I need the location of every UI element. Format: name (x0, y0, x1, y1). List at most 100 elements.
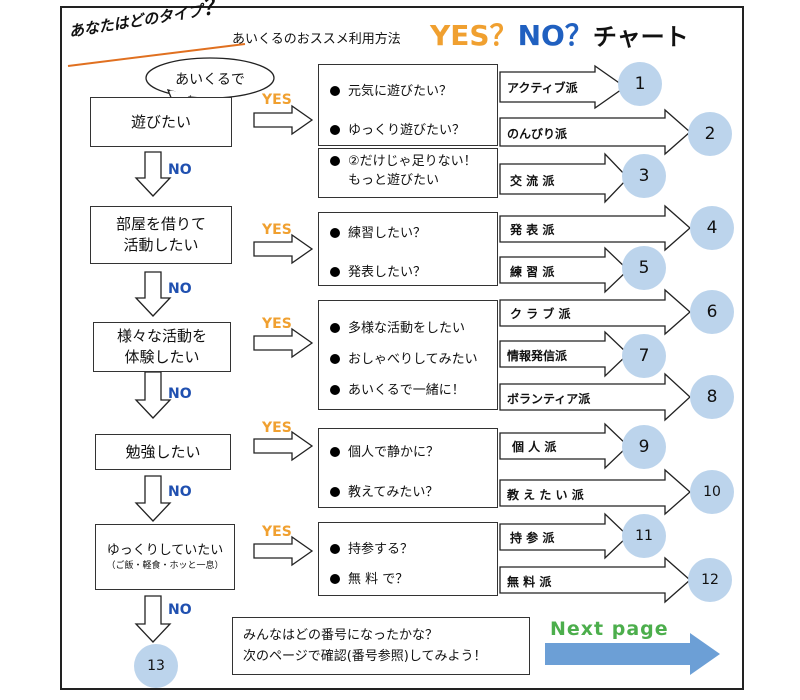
type-label: アクティブ派 (507, 81, 578, 95)
option-item: 練習したい？ (330, 222, 426, 241)
left-box-samazama: 様々な活動を体験したい (93, 322, 231, 372)
number-circle: 9 (622, 425, 666, 469)
options-box-row4 (318, 428, 498, 508)
no-arrow (134, 371, 172, 419)
number-circle: 2 (688, 112, 732, 156)
chart-frame (60, 6, 744, 690)
type-label: 発 表 派 (510, 223, 555, 237)
number-circle: 5 (622, 246, 666, 290)
number-circle: 1 (618, 62, 662, 106)
next-page-label[interactable]: Next page (550, 618, 669, 640)
type-label: 練 習 派 (510, 265, 555, 279)
no-arrow (134, 271, 172, 317)
yes-arrow (253, 535, 314, 567)
option-item: 持参する？ (330, 538, 413, 557)
type-label: のんびり派 (507, 127, 568, 141)
no-arrow (134, 151, 172, 197)
number-circle-final: 13 (134, 644, 178, 688)
type-label: 無 料 派 (507, 575, 552, 589)
bullet-icon (330, 385, 340, 395)
option-item: 個人で静かに？ (330, 441, 439, 460)
left-box-yukkuri: ゆっくりしていたい（ご飯・軽食・ホッと一息） (95, 524, 235, 590)
bullet-icon (330, 267, 340, 277)
yes-arrow (253, 327, 314, 359)
number-circle: 12 (688, 558, 732, 602)
type-label: 教 え た い 派 (507, 488, 584, 502)
yes-label: YES (262, 92, 292, 108)
option-item: あいくるで一緒に！ (330, 379, 465, 398)
number-circle: 4 (690, 206, 734, 250)
option-item: 発表したい？ (330, 261, 426, 280)
type-arrow (499, 152, 629, 204)
type-arrow (499, 468, 691, 516)
type-label: 交 流 派 (510, 174, 555, 188)
yes-arrow (253, 430, 314, 462)
no-arrow (134, 475, 172, 522)
bullet-icon (330, 156, 340, 166)
option-item: ゆっくり遊びたい？ (330, 119, 465, 138)
number-circle: 8 (690, 375, 734, 419)
option-item: おしゃべりしてみたい (330, 348, 478, 367)
option-item: 教えてみたい？ (330, 481, 438, 500)
options-box-row3 (318, 300, 498, 410)
yes-label: YES (262, 524, 292, 540)
bullet-icon (330, 86, 340, 96)
type-label: ク ラ ブ 派 (510, 307, 571, 321)
no-label: NO (168, 281, 192, 297)
yes-label: YES (262, 316, 292, 332)
type-arrow (499, 372, 691, 422)
option-item: 多様な活動をしたい (330, 317, 465, 336)
type-arrow (499, 556, 691, 604)
next-page-arrow (545, 633, 720, 675)
bullet-icon (330, 228, 340, 238)
note-box: みんなはどの番号になったかな？次のページで確認(番号参照)してみよう！ (232, 617, 530, 675)
bullet-icon (330, 447, 340, 457)
type-label: 情報発信派 (507, 349, 568, 363)
yes-arrow (253, 104, 314, 136)
options-box-row1b (318, 148, 498, 198)
bullet-icon (330, 574, 340, 584)
yes-label: YES (262, 420, 292, 436)
option-item: 無 料 で？ (330, 568, 408, 587)
no-label: NO (168, 484, 192, 500)
bullet-icon (330, 487, 340, 497)
number-circle: 7 (622, 334, 666, 378)
left-box-benkyo: 勉強したい (95, 434, 231, 470)
type-arrow (499, 288, 691, 336)
number-circle: 6 (690, 290, 734, 334)
type-arrow (499, 246, 629, 294)
number-circle: 11 (622, 514, 666, 558)
no-label: NO (168, 602, 192, 618)
options-box-row1a (318, 64, 498, 146)
type-label: 持 参 派 (510, 531, 555, 545)
no-label: NO (168, 386, 192, 402)
type-arrow (499, 64, 627, 110)
bullet-icon (330, 544, 340, 554)
options-box-row5 (318, 522, 498, 596)
option-item: ②だけじゃ足りない！もっと遊びたい (330, 153, 477, 191)
yes-label: YES (262, 222, 292, 238)
number-circle: 3 (622, 154, 666, 198)
option-item: 元気に遊びたい？ (330, 80, 452, 99)
type-arrow (499, 422, 629, 470)
title-subtitle: あいくるのおススメ利用方法 (232, 32, 401, 47)
type-arrow (499, 108, 691, 156)
options-box-row2 (318, 212, 498, 286)
left-box-asobi: 遊びたい (90, 97, 232, 147)
bullet-icon (330, 125, 340, 135)
bullet-icon (330, 323, 340, 333)
type-arrow (499, 512, 629, 560)
type-arrow (499, 330, 629, 378)
type-label: 個 人 派 (512, 440, 557, 454)
left-box-heya: 部屋を借りて活動したい (90, 206, 232, 264)
number-circle: 10 (690, 470, 734, 514)
title-yes-no-chart: YES？NO？チャート (430, 19, 689, 52)
no-arrow (134, 595, 172, 643)
bubble-text: あいくるで (175, 72, 245, 88)
yes-arrow (253, 233, 314, 265)
type-arrow (499, 204, 691, 252)
type-label: ボランティア派 (507, 392, 591, 406)
bullet-icon (330, 354, 340, 364)
no-label: NO (168, 162, 192, 178)
